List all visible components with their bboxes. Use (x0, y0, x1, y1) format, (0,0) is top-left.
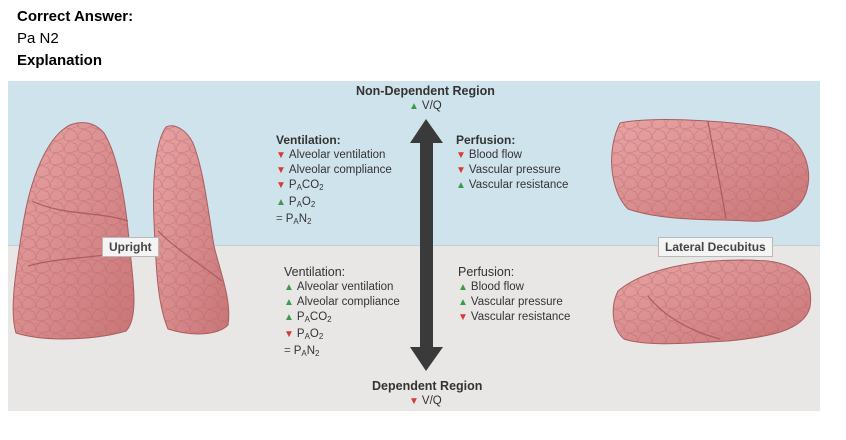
list-item: ▼PAO2 (284, 328, 324, 341)
list-item: ▼Blood flow (456, 149, 522, 161)
down-arrow-icon: ▼ (276, 180, 286, 191)
list-item: ▼Vascular pressure (456, 164, 561, 176)
lateral-decubitus-label: Lateral Decubitus (658, 237, 773, 257)
list-item: ▲Blood flow (458, 281, 524, 293)
upright-label: Upright (102, 237, 159, 257)
list-item: ▼Vascular resistance (458, 311, 571, 323)
up-arrow-icon: ▲ (458, 297, 468, 308)
down-arrow-icon: ▼ (276, 150, 286, 161)
equals-icon: = (284, 345, 291, 357)
list-item: ▲PAO2 (276, 196, 316, 209)
up-arrow-icon: ▲ (284, 282, 294, 293)
list-item: ▼Alveolar ventilation (276, 149, 386, 161)
up-arrow-icon: ▲ (276, 197, 286, 208)
up-arrow-icon: ▲ (409, 101, 419, 112)
top-ventilation-block: Ventilation: ▼Alveolar ventilation ▼Alveol… (276, 133, 392, 229)
bottom-ventilation-title: Ventilation: (284, 265, 346, 279)
up-arrow-icon: ▲ (284, 312, 294, 323)
up-arrow-icon: ▲ (456, 180, 466, 191)
list-item: ▲Alveolar ventilation (284, 281, 394, 293)
down-arrow-icon: ▼ (456, 165, 466, 176)
up-arrow-icon: ▲ (284, 297, 294, 308)
non-dependent-region-title: Non-Dependent Region (356, 84, 495, 98)
down-arrow-icon: ▼ (458, 312, 468, 323)
lung-illustration (12, 119, 812, 371)
equals-icon: = (276, 213, 283, 225)
top-vq: ▲V/Q (409, 100, 442, 112)
top-perfusion-title: Perfusion: (456, 133, 516, 147)
bottom-vq: ▼V/Q (409, 395, 442, 407)
list-item: ▼PACO2 (276, 179, 324, 192)
list-item: ▲PACO2 (284, 311, 332, 324)
gradient-double-arrow (410, 119, 443, 371)
top-perfusion-block: Perfusion: ▼Blood flow ▼Vascular pressure ▲… (456, 133, 568, 193)
list-item: ▲Alveolar compliance (284, 296, 400, 308)
down-arrow-icon: ▼ (284, 329, 294, 340)
explanation-label: Explanation (17, 52, 103, 69)
list-item: ▲Vascular resistance (456, 179, 569, 191)
vq-diagram: Non-Dependent Region ▲V/Q Dependent Regi… (8, 81, 820, 411)
dependent-region-title: Dependent Region (372, 379, 483, 393)
top-ventilation-title: Ventilation: (276, 133, 341, 147)
bottom-perfusion-block: Perfusion: ▲Blood flow ▲Vascular pressure ▼… (458, 265, 570, 325)
answer-label: Correct Answer: (17, 8, 134, 25)
answer-value: Pa N2 (17, 30, 59, 47)
down-arrow-icon: ▼ (456, 150, 466, 161)
list-item: =PAN2 (276, 213, 312, 226)
list-item: ▼Alveolar compliance (276, 164, 392, 176)
bottom-ventilation-block: Ventilation: ▲Alveolar ventilation ▲Alveol… (284, 265, 400, 361)
up-arrow-icon: ▲ (458, 282, 468, 293)
band-divider (8, 245, 820, 246)
lateral-lungs (611, 119, 812, 345)
down-arrow-icon: ▼ (409, 396, 419, 407)
down-arrow-icon: ▼ (276, 165, 286, 176)
list-item: =PAN2 (284, 345, 320, 358)
upright-lungs (12, 122, 230, 340)
bottom-perfusion-title: Perfusion: (458, 265, 515, 279)
list-item: ▲Vascular pressure (458, 296, 563, 308)
